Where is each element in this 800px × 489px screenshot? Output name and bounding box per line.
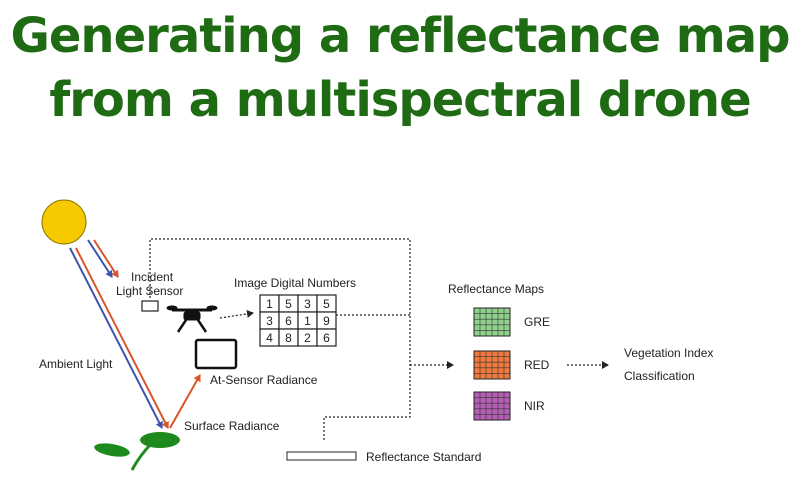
dn-value: 3 [266,314,273,328]
surface-radiance-label: Surface Radiance [184,419,280,433]
reflectance-standard-panel [286,451,357,461]
dn-value: 3 [304,297,311,311]
reflectance-standard-label: Reflectance Standard [366,450,481,464]
dn-value: 1 [266,297,273,311]
incident-light-sensor-icon [141,300,159,312]
incident-ray-red [93,239,119,278]
dn-value: 9 [323,314,330,328]
dn-value: 5 [285,297,292,311]
drone-to-grid-arrow [219,309,254,319]
sun-icon [41,199,87,245]
title-line-1: Generating a reflectance map [10,8,790,64]
drone-icon [166,305,218,333]
reflectance-map-red [473,350,511,380]
plant-icon [94,432,180,471]
dotted-connectors [149,238,411,440]
ambient-light-ray-blue [69,247,163,429]
dn-value: 5 [323,297,330,311]
dn-value: 2 [304,331,311,345]
band-label: GRE [524,315,550,329]
output-vegetation-index: Vegetation Index [624,346,713,360]
dn-cell [316,328,337,347]
band-label: RED [524,358,550,372]
output-classification: Classification [624,369,695,383]
ambient-light-ray-red [75,247,169,429]
dn-value: 8 [285,331,292,345]
image-dn-label: Image Digital Numbers [234,276,356,290]
dn-value: 4 [266,331,273,345]
at-sensor-radiance-label: At-Sensor Radiance [210,373,318,387]
incident-ray-blue [87,239,113,278]
dn-value: 6 [323,331,330,345]
band-label: NIR [524,399,545,413]
surface-radiance-ray [169,374,201,429]
ambient-light-label: Ambient Light [39,357,113,371]
dn-value: 6 [285,314,292,328]
dn-value: 1 [304,314,311,328]
reflectance-map-gre [473,307,511,337]
at-sensor-camera-icon [194,338,238,370]
incident-sensor-label-line2: Light Sensor [116,284,183,298]
title-line-2: from a multispectral drone [49,72,751,128]
reflectance-maps-title: Reflectance Maps [448,282,544,296]
reflectance-map-nir [473,391,511,421]
incident-sensor-label-line1: Incident [131,270,174,284]
